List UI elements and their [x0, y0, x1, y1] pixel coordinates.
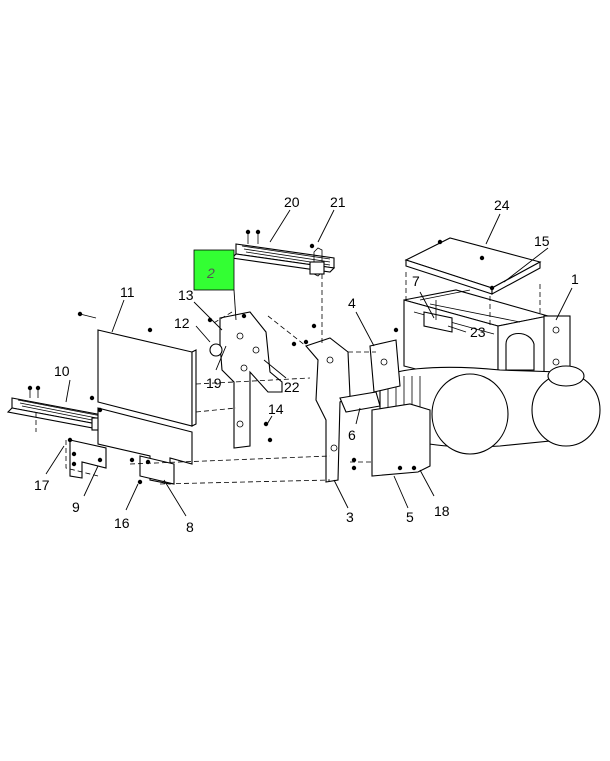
hold-down-clamp [423, 300, 453, 333]
callout-5[interactable]: 5 [406, 509, 414, 525]
callout-18[interactable]: 18 [434, 503, 450, 519]
upper-step-tread [230, 243, 336, 277]
callout-15[interactable]: 15 [534, 233, 550, 249]
battery-box-lid [404, 237, 542, 295]
callout-10[interactable]: 10 [54, 363, 70, 379]
callout-3[interactable]: 3 [346, 509, 354, 525]
callout-17[interactable]: 17 [34, 477, 50, 493]
mounting-plate [339, 339, 401, 413]
mounting-bracket [219, 311, 283, 449]
callout-20[interactable]: 20 [284, 194, 300, 210]
side-panel [97, 329, 197, 427]
battery-box-panel [371, 403, 431, 477]
callout-22[interactable]: 22 [284, 379, 300, 395]
callout-11[interactable]: 11 [120, 284, 135, 300]
callout-24[interactable]: 24 [494, 197, 510, 213]
callout-labels: 1 3 4 5 6 7 8 9 10 11 12 13 14 15 16 17 … [34, 194, 579, 535]
callout-6[interactable]: 6 [348, 427, 356, 443]
callout-14[interactable]: 14 [268, 401, 284, 417]
callout-13[interactable]: 13 [178, 287, 194, 303]
callout-highlight-box[interactable] [193, 249, 235, 291]
callout-7[interactable]: 7 [412, 273, 420, 289]
assembly-lines [35, 272, 541, 485]
grommet [209, 343, 223, 357]
callout-12[interactable]: 12 [174, 315, 190, 331]
callout-1[interactable]: 1 [571, 271, 579, 287]
callout-9[interactable]: 9 [72, 499, 80, 515]
callout-23[interactable]: 23 [470, 324, 486, 340]
fasteners [27, 229, 495, 485]
callout-2-label[interactable]: 2 [206, 265, 215, 281]
leader-lines [45, 209, 573, 517]
callout-8[interactable]: 8 [186, 519, 194, 535]
callout-19[interactable]: 19 [206, 375, 222, 391]
callout-4[interactable]: 4 [348, 295, 356, 311]
callout-16[interactable]: 16 [114, 515, 130, 531]
callout-21[interactable]: 21 [330, 194, 346, 210]
lower-step-tread [6, 397, 120, 433]
frame-bracket [305, 337, 351, 483]
